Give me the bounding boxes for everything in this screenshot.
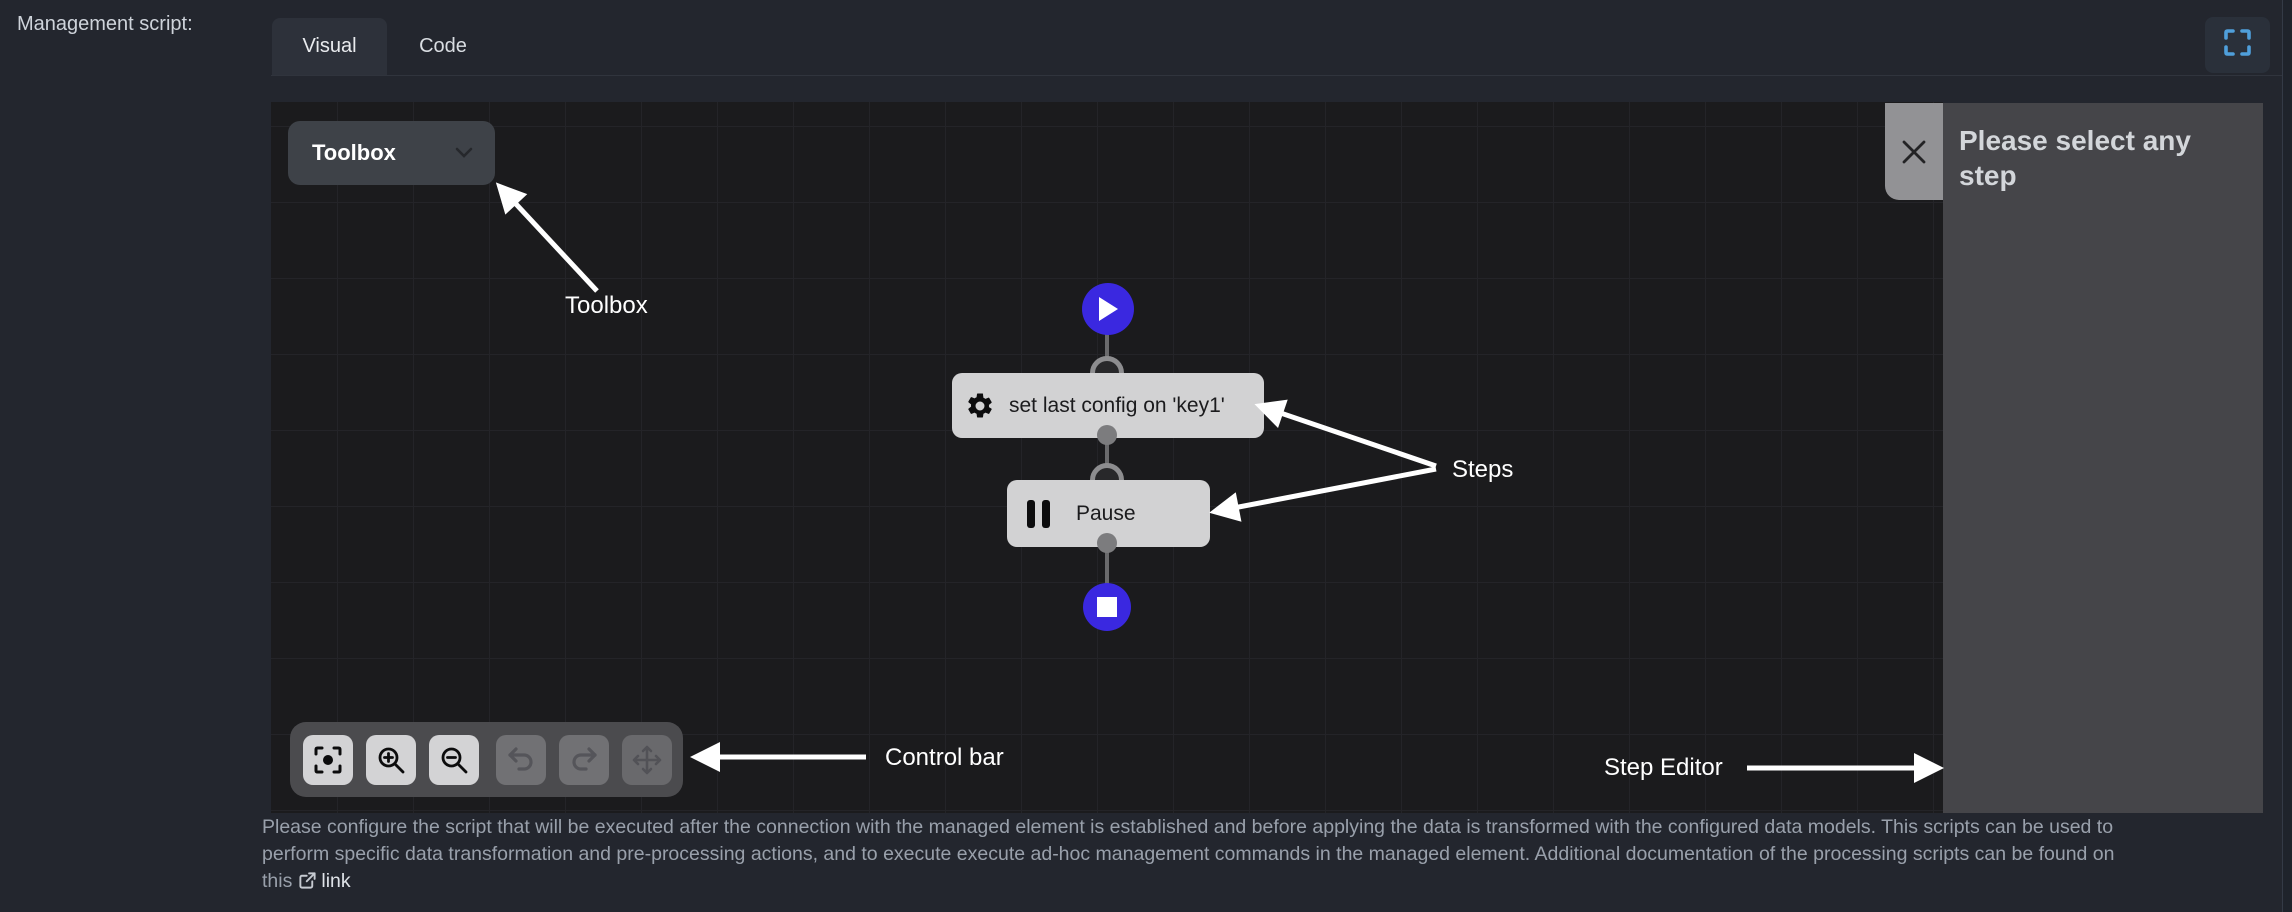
zoom-out-icon [441, 747, 468, 773]
toolbox-dropdown[interactable]: Toolbox [288, 121, 495, 185]
description-line-3: this link [262, 868, 2274, 895]
step-node-label: Pause [1076, 501, 1136, 525]
toolbox-dropdown-label: Toolbox [312, 140, 396, 165]
step-output-port[interactable] [1097, 533, 1117, 553]
control-bar [290, 722, 683, 797]
page-title: Management script: [17, 13, 193, 35]
stop-icon [1097, 597, 1117, 617]
fullscreen-button[interactable] [2205, 17, 2270, 73]
script-canvas[interactable]: Toolbox set last config on 'key1' Pause [271, 102, 1943, 813]
zoom-out-button[interactable] [429, 734, 479, 785]
step-output-port[interactable] [1097, 425, 1117, 445]
gear-icon [968, 392, 992, 417]
flow-end-node[interactable] [1083, 583, 1131, 631]
step-editor-close-button[interactable] [1885, 103, 1943, 200]
page-scrollbar[interactable] [2282, 0, 2292, 912]
fit-view-icon [314, 746, 342, 773]
tab-code[interactable]: Code [387, 18, 499, 75]
pause-icon [1027, 499, 1050, 528]
step-editor-panel: Please select any step [1943, 103, 2263, 813]
flow-connector-line [1105, 309, 1109, 607]
move-icon [632, 745, 662, 774]
play-icon [1099, 297, 1118, 321]
external-link-icon [299, 872, 316, 889]
chevron-down-icon [455, 147, 473, 158]
pan-button [622, 734, 672, 785]
description-paragraph: Please configure the script that will be… [262, 814, 2274, 895]
close-icon [1902, 140, 1926, 163]
step-node-label: set last config on 'key1' [1009, 393, 1225, 417]
description-line-1: Please configure the script that will be… [262, 816, 2114, 838]
fit-view-button[interactable] [303, 734, 353, 785]
zoom-in-icon [378, 747, 405, 773]
tab-visual-label: Visual [302, 35, 357, 57]
tab-code-label: Code [419, 35, 467, 57]
description-line-2: perform specific data transformation and… [262, 843, 2115, 865]
redo-button [559, 734, 609, 785]
tab-visual[interactable]: Visual [272, 18, 387, 75]
redo-icon [572, 746, 597, 771]
undo-button [496, 734, 546, 785]
undo-icon [508, 746, 533, 771]
description-link-prefix: this [262, 870, 293, 892]
tabs-underline [271, 75, 2292, 76]
flow-start-node[interactable] [1082, 283, 1134, 335]
step-editor-title: Please select any step [1959, 125, 2191, 191]
expand-fullscreen-icon [2224, 29, 2251, 61]
zoom-in-button[interactable] [366, 734, 416, 785]
documentation-link[interactable]: link [321, 870, 351, 892]
